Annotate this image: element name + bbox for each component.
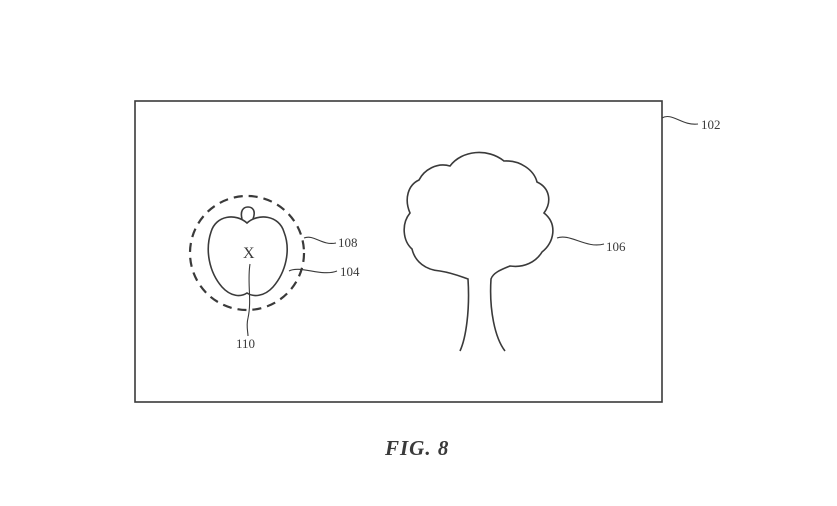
label-102: 102 bbox=[701, 117, 721, 132]
label-108: 108 bbox=[338, 235, 358, 250]
target-point-mark: X bbox=[243, 245, 255, 262]
tree-leader-line bbox=[556, 236, 605, 246]
apple-outline bbox=[207, 216, 288, 297]
display-leader-line bbox=[661, 116, 699, 125]
point-leader-line bbox=[246, 263, 251, 337]
label-110: 110 bbox=[236, 336, 256, 351]
tree-outline bbox=[403, 151, 554, 352]
selection-circle-leader-line bbox=[303, 236, 337, 245]
label-106: 106 bbox=[606, 239, 626, 254]
apple-leader-line bbox=[288, 268, 338, 274]
figure-caption: FIG. 8 bbox=[385, 436, 450, 460]
display-frame bbox=[134, 100, 663, 403]
label-104: 104 bbox=[340, 264, 360, 279]
selection-circle bbox=[188, 194, 306, 312]
apple-stem bbox=[240, 206, 255, 220]
